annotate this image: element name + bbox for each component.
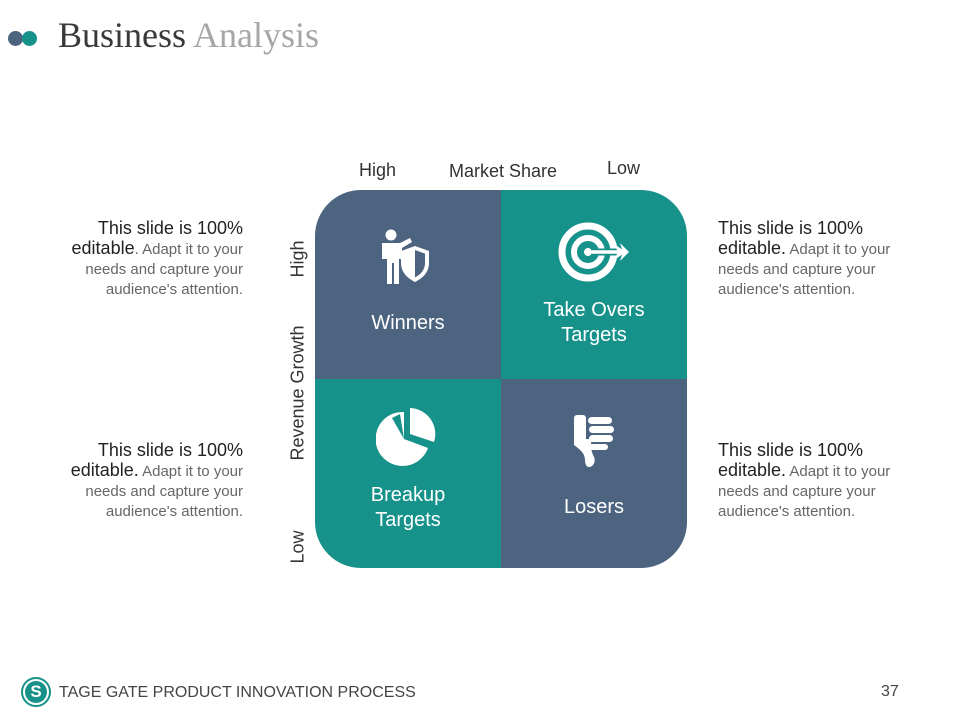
quadrant-take-overs-targets: Take Overs Targets: [501, 190, 687, 379]
desc-line3: needs and capture your: [85, 483, 243, 500]
desc-line3: needs and capture your: [85, 261, 243, 278]
pie-chart-icon: [376, 408, 436, 466]
presenter-shield-icon: [382, 229, 429, 284]
market-share-low-label: Low: [607, 158, 641, 178]
desc-line4: audience's attention.: [718, 281, 856, 298]
desc-line2-rest: . Adapt it to your: [134, 241, 243, 258]
quadrant-label-breakup: Breakup: [370, 484, 446, 506]
desc-line2-rest: Adapt it to your: [786, 463, 891, 480]
page-number: 37: [881, 683, 899, 700]
dot-slate: [8, 31, 23, 46]
desc-line3: needs and capture your: [718, 261, 876, 278]
desc-editable: editable.: [718, 238, 787, 258]
footer-title: TAGE GATE PRODUCT INNOVATION PROCESS: [59, 684, 416, 701]
desc-line4: audience's attention.: [105, 503, 243, 520]
quadrant-winners: Winners: [315, 190, 501, 379]
target-arrow-icon: [558, 222, 629, 282]
desc-line1: This slide is 100%: [97, 218, 243, 238]
desc-line2-rest: Adapt it to your: [138, 463, 243, 480]
revenue-growth-low-label: Low: [287, 530, 308, 564]
desc-editable: editable.: [70, 460, 139, 480]
desc-line1: This slide is 100%: [97, 440, 243, 460]
desc-line4: audience's attention.: [718, 503, 856, 520]
quadrant-label-winners: Winners: [371, 312, 445, 334]
revenue-growth-axis-title: Revenue Growth: [287, 325, 308, 461]
desc-line4: audience's attention.: [105, 281, 243, 298]
company-logo: S: [21, 677, 51, 707]
desc-editable: editable.: [718, 460, 787, 480]
logo-letter: S: [25, 681, 47, 703]
desc-line2-rest: Adapt it to your: [786, 241, 891, 258]
quadrant-label-targets: Targets: [561, 324, 627, 346]
market-share-high-label: High: [359, 160, 397, 180]
desc-line1: This slide is 100%: [718, 218, 864, 238]
title-part-analysis: Analysis: [193, 15, 320, 55]
quadrant-label-take-overs: Take Overs: [543, 299, 645, 321]
quadrant-label-breakup-targets: Targets: [375, 509, 441, 531]
desc-editable: editable: [71, 238, 135, 258]
quadrant-losers: Losers: [501, 379, 687, 568]
quadrant-label-losers: Losers: [563, 496, 625, 518]
description-bottom-right: This slide is 100% editable. Adapt it to…: [718, 440, 908, 522]
bcg-matrix: Winners Take Overs Targets Breakup Targe…: [315, 190, 687, 568]
market-share-axis-title: Market Share: [449, 161, 558, 181]
dot-teal: [22, 31, 37, 46]
thumbs-down-icon: [574, 415, 614, 467]
quadrant-breakup-targets: Breakup Targets: [315, 379, 501, 568]
slide-title: Business Analysis: [58, 14, 319, 56]
desc-line3: needs and capture your: [718, 483, 876, 500]
title-part-business: Business: [58, 15, 187, 55]
revenue-growth-high-label: High: [287, 240, 308, 278]
description-top-right: This slide is 100% editable. Adapt it to…: [718, 218, 908, 300]
description-top-left: This slide is 100% editable. Adapt it to…: [53, 218, 243, 300]
description-bottom-left: This slide is 100% editable. Adapt it to…: [53, 440, 243, 522]
title-dots-decoration: [8, 31, 42, 47]
desc-line1: This slide is 100%: [718, 440, 864, 460]
